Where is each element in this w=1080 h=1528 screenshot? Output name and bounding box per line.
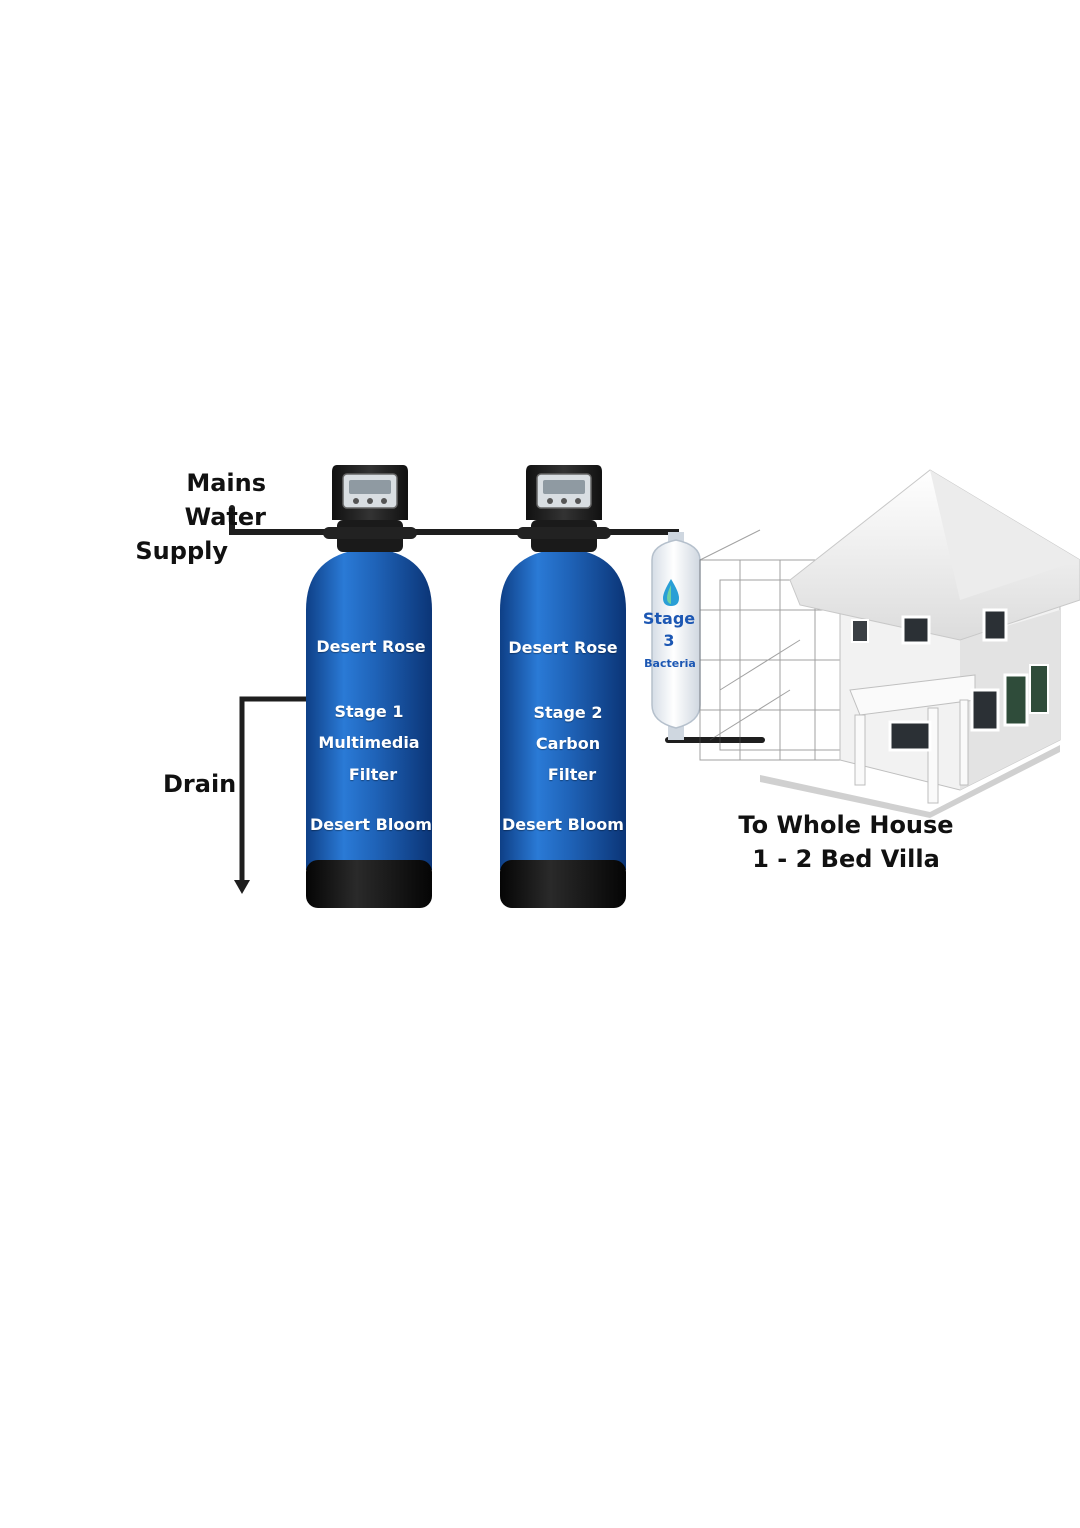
tank2-type: Carbon	[535, 734, 601, 753]
house-label: To Whole House 1 - 2 Bed Villa	[730, 808, 962, 876]
house-illustration	[699, 469, 1080, 818]
tank1-filter: Filter	[348, 765, 398, 784]
stage-1-tank	[306, 465, 432, 908]
tank1-brand-top: Desert Rose	[316, 637, 426, 656]
house-label-line1: To Whole House	[738, 811, 954, 839]
drain-pipe	[239, 696, 309, 885]
stage-3-cartridge	[651, 532, 701, 740]
stage3-number: 3	[663, 631, 675, 650]
drain-label: Drain	[163, 770, 237, 798]
mains-label-line1: Mains Water	[184, 469, 266, 531]
mains-inlet-pipe	[229, 505, 338, 535]
drain-arrow-icon	[234, 880, 250, 894]
mains-water-supply-label: Mains Water Supply	[106, 466, 266, 568]
house-label-line2: 1 - 2 Bed Villa	[752, 845, 940, 873]
tank2-brand-bottom: Desert Bloom	[502, 815, 624, 834]
tank1-stage: Stage 1	[334, 702, 404, 721]
tank2-stage: Stage 2	[533, 703, 603, 722]
stage-2-tank	[500, 465, 626, 908]
stage3-type: Bacteria	[644, 657, 696, 670]
stage3-stage: Stage	[642, 609, 696, 628]
tank1-brand-bottom: Desert Bloom	[310, 815, 432, 834]
tank2-brand-top: Desert Rose	[508, 638, 618, 657]
tank1-type: Multimedia	[318, 733, 420, 752]
mains-label-line2: Supply	[135, 537, 228, 565]
tank2-filter: Filter	[547, 765, 597, 784]
